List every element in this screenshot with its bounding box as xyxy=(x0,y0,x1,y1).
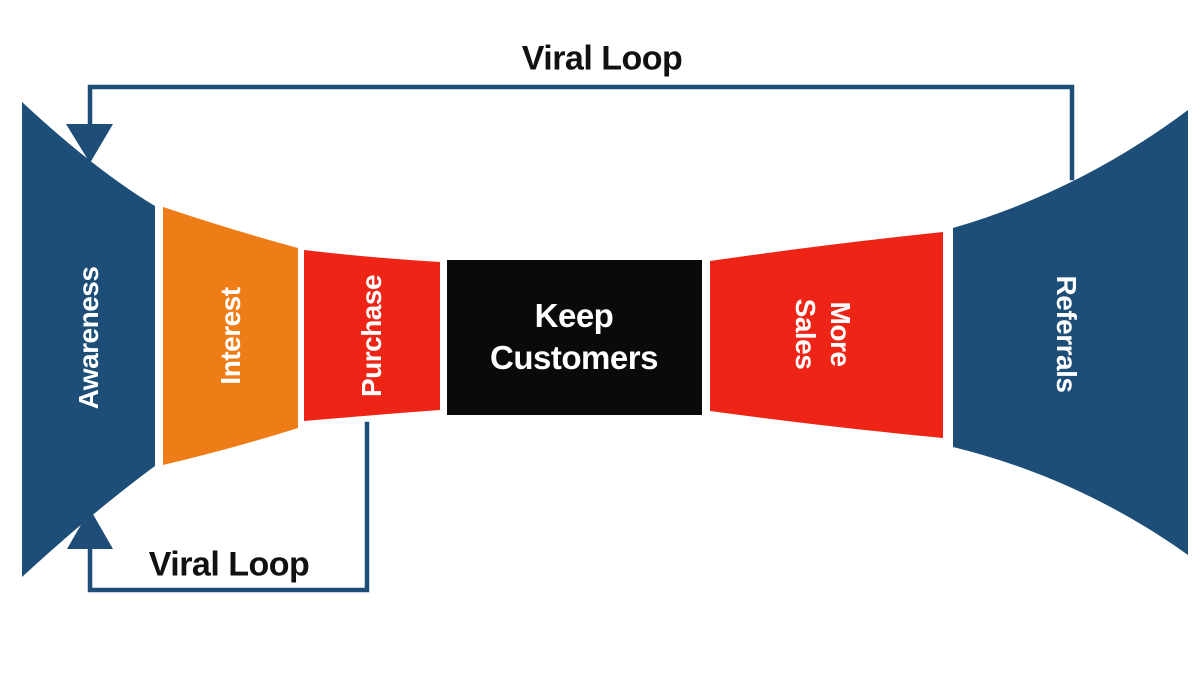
more-sales-label: More Sales xyxy=(790,298,856,370)
viral-loop-bottom-caption: Viral Loop xyxy=(148,545,310,584)
keep-customers-label: Keep Customers xyxy=(490,296,658,376)
viral-loop-bottom-arrow xyxy=(67,421,370,593)
viral-loop-bottom-line xyxy=(87,421,370,593)
arrow-down-icon xyxy=(66,124,113,163)
viral-loop-top-caption: Viral Loop xyxy=(521,39,683,78)
viral-loop-top-line xyxy=(87,84,1075,181)
more-sales-shape xyxy=(710,232,943,438)
viral-loop-top-arrow xyxy=(66,84,1075,181)
awareness-label: Awareness xyxy=(73,266,105,410)
referrals-label: Referrals xyxy=(1050,275,1082,393)
purchase-shape xyxy=(304,250,440,421)
referrals-shape xyxy=(953,110,1188,555)
keep-customers-shape xyxy=(447,260,702,415)
awareness-shape xyxy=(22,102,155,577)
interest-label: Interest xyxy=(215,287,247,385)
purchase-label: Purchase xyxy=(356,274,388,398)
arrow-up-icon xyxy=(67,509,113,549)
interest-shape xyxy=(163,207,298,465)
